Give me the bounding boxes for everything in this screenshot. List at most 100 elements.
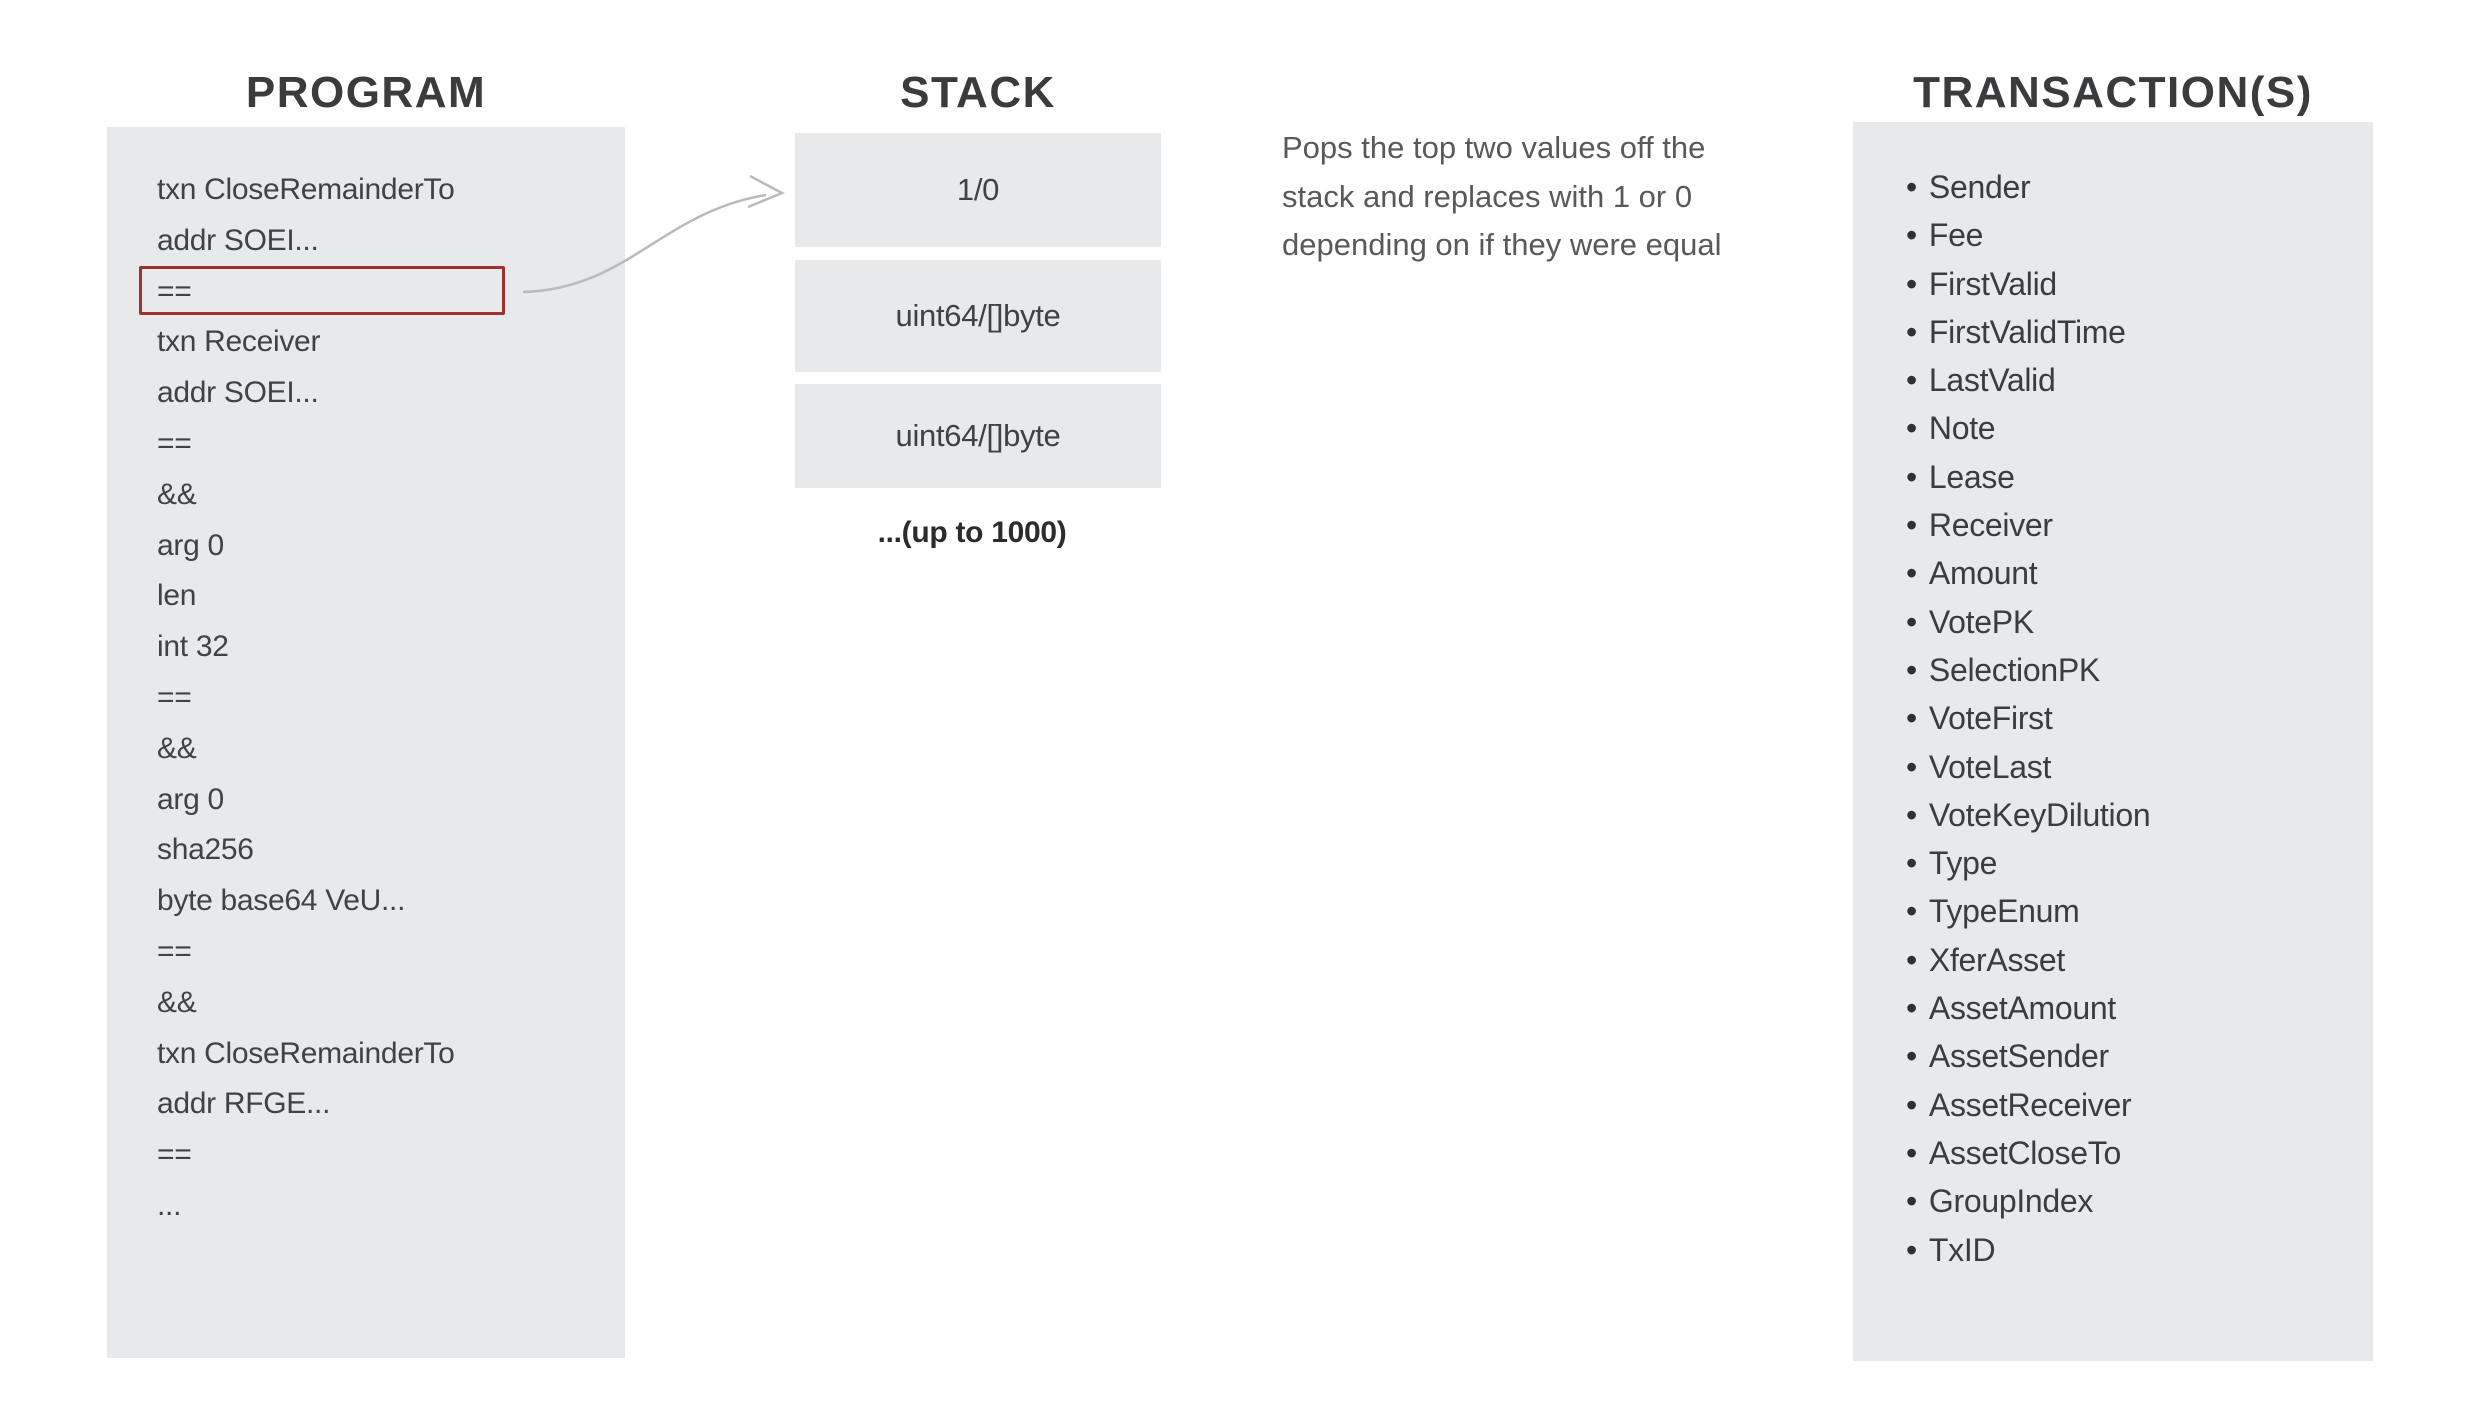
program-code-line: sha256 bbox=[157, 833, 254, 867]
transactions-column-title: TRANSACTION(S) bbox=[1913, 68, 2313, 117]
transaction-field-label: SelectionPK bbox=[1928, 651, 2100, 688]
bullet-icon: • bbox=[1906, 990, 1917, 1027]
bullet-icon: • bbox=[1906, 845, 1917, 882]
transaction-field-item: • Note bbox=[1853, 404, 2373, 452]
program-code-line: addr RFGE... bbox=[157, 1087, 331, 1121]
bullet-icon: • bbox=[1906, 169, 1917, 205]
bullet-icon: • bbox=[1906, 603, 1917, 640]
program-code-line: len bbox=[157, 579, 197, 613]
bullet-icon: • bbox=[1906, 893, 1917, 930]
transactions-panel bbox=[1853, 122, 2373, 1361]
stack-slot-middle: uint64/[]byte bbox=[795, 260, 1161, 372]
transaction-field-label: AssetReceiver bbox=[1928, 1086, 2132, 1123]
transaction-field-item: • SelectionPK bbox=[1853, 646, 2373, 694]
transaction-field-item: • Amount bbox=[1853, 549, 2373, 597]
transaction-field-item: • AssetCloseTo bbox=[1853, 1129, 2373, 1177]
stack-slot-bottom: uint64/[]byte bbox=[795, 384, 1161, 488]
bullet-icon: • bbox=[1906, 1086, 1917, 1123]
transaction-field-label: AssetSender bbox=[1928, 1038, 2109, 1075]
transaction-field-item: •VotePK bbox=[1853, 598, 2373, 646]
transaction-field-item: •FirstValidTime bbox=[1853, 308, 2373, 356]
bullet-icon: • bbox=[1906, 1231, 1917, 1268]
bullet-icon: • bbox=[1906, 555, 1917, 592]
transaction-field-label: Sender bbox=[1928, 169, 2031, 205]
program-code-line: == bbox=[157, 680, 192, 714]
opcode-description-line: depending on if they were equal bbox=[1282, 227, 1722, 262]
transaction-field-label: VoteLast bbox=[1928, 748, 2052, 785]
transaction-field-label: FirstValid bbox=[1928, 265, 2057, 302]
stack-slot-value: uint64/[]byte bbox=[895, 418, 1061, 453]
program-code-line: txn Receiver bbox=[157, 325, 321, 359]
bullet-icon: • bbox=[1906, 410, 1917, 447]
program-code-line-highlighted: == bbox=[157, 274, 192, 308]
transaction-field-item: •VoteKeyDilution bbox=[1853, 791, 2373, 839]
program-code-line: int 32 bbox=[157, 630, 229, 664]
program-code-line: == bbox=[157, 1138, 192, 1172]
bullet-icon: • bbox=[1906, 1183, 1917, 1220]
transaction-field-label: Fee bbox=[1928, 217, 1984, 254]
transaction-field-item: • Receiver bbox=[1853, 501, 2373, 549]
transaction-field-item: • VoteLast bbox=[1853, 743, 2373, 791]
transaction-field-item: • AssetReceiver bbox=[1853, 1081, 2373, 1129]
transaction-field-item: • XferAsset bbox=[1853, 936, 2373, 984]
transaction-field-item: • TypeEnum bbox=[1853, 887, 2373, 935]
transaction-field-item: • AssetAmount bbox=[1853, 984, 2373, 1032]
transaction-field-item: • TxID bbox=[1853, 1226, 2373, 1274]
transaction-field-item: • Lease bbox=[1853, 453, 2373, 501]
transaction-field-label: AssetCloseTo bbox=[1928, 1134, 2121, 1171]
transaction-fields-list: •Sender •Fee •FirstValid •FirstValidTime… bbox=[1853, 124, 2373, 1274]
transaction-field-label: XferAsset bbox=[1928, 941, 2065, 978]
transaction-field-item: • Sender bbox=[1853, 163, 2373, 211]
transaction-field-label: AssetAmount bbox=[1928, 990, 2116, 1027]
program-panel bbox=[107, 127, 625, 1358]
program-code-line: addr SOEI... bbox=[157, 376, 319, 410]
transaction-field-label: VoteFirst bbox=[1928, 700, 2053, 737]
opcode-description: Pops the top two values off the stack an… bbox=[1282, 124, 1802, 270]
program-code-line: && bbox=[157, 731, 197, 765]
transaction-field-label: Lease bbox=[1928, 458, 2015, 495]
transaction-field-label: Type bbox=[1928, 845, 1998, 882]
bullet-icon: • bbox=[1906, 1134, 1917, 1171]
bullet-icon: • bbox=[1906, 265, 1917, 302]
program-code-line: arg 0 bbox=[157, 782, 224, 816]
bullet-icon: • bbox=[1906, 748, 1917, 785]
stack-slot-value: 1/0 bbox=[956, 172, 1000, 207]
bullet-icon: • bbox=[1906, 507, 1917, 544]
program-column-title: PROGRAM bbox=[245, 68, 487, 117]
transaction-field-label: TypeEnum bbox=[1928, 893, 2080, 930]
transaction-field-label: Note bbox=[1928, 410, 1996, 447]
program-code-line: ... bbox=[157, 1188, 182, 1222]
stack-slot-value: uint64/[]byte bbox=[895, 298, 1061, 333]
transaction-field-label: GroupIndex bbox=[1928, 1183, 2094, 1220]
transaction-field-label: TxID bbox=[1928, 1231, 1996, 1268]
bullet-icon: • bbox=[1906, 217, 1917, 254]
bullet-icon: • bbox=[1906, 941, 1917, 978]
bullet-icon: • bbox=[1906, 1038, 1917, 1075]
bullet-icon: • bbox=[1906, 651, 1917, 688]
program-code-line: && bbox=[157, 477, 197, 511]
program-code-line: && bbox=[157, 985, 197, 1019]
transaction-field-label: Receiver bbox=[1928, 507, 2053, 544]
transaction-field-item: • Fee bbox=[1853, 211, 2373, 259]
transaction-field-label: LastValid bbox=[1928, 362, 2056, 399]
bullet-icon: • bbox=[1906, 362, 1917, 399]
transaction-field-item: • FirstValid bbox=[1853, 260, 2373, 308]
program-code-line: txn CloseRemainderTo bbox=[157, 173, 455, 206]
highlighted-opcode-frame bbox=[139, 266, 505, 315]
bullet-icon: • bbox=[1906, 700, 1917, 737]
transaction-field-item: • Type bbox=[1853, 839, 2373, 887]
program-code-line: addr SOEI... bbox=[157, 223, 319, 257]
transaction-field-label: Amount bbox=[1928, 555, 2038, 592]
stack-slot-top: 1/0 bbox=[795, 133, 1161, 247]
program-code-line: txn CloseRemainderTo bbox=[157, 1036, 455, 1070]
transaction-field-item: • VoteFirst bbox=[1853, 694, 2373, 742]
stack-column-title: STACK bbox=[900, 68, 1056, 117]
program-code-line: == bbox=[157, 426, 192, 460]
program-code-line: byte base64 VeU... bbox=[157, 884, 406, 918]
opcode-description-line: Pops the top two values off the bbox=[1282, 130, 1706, 165]
program-code-lines: txn CloseRemainderTo addr SOEI... == txn… bbox=[157, 127, 607, 1232]
transaction-field-label: FirstValidTime bbox=[1928, 313, 2126, 350]
bullet-icon: • bbox=[1906, 458, 1917, 495]
bullet-icon: • bbox=[1906, 796, 1917, 833]
